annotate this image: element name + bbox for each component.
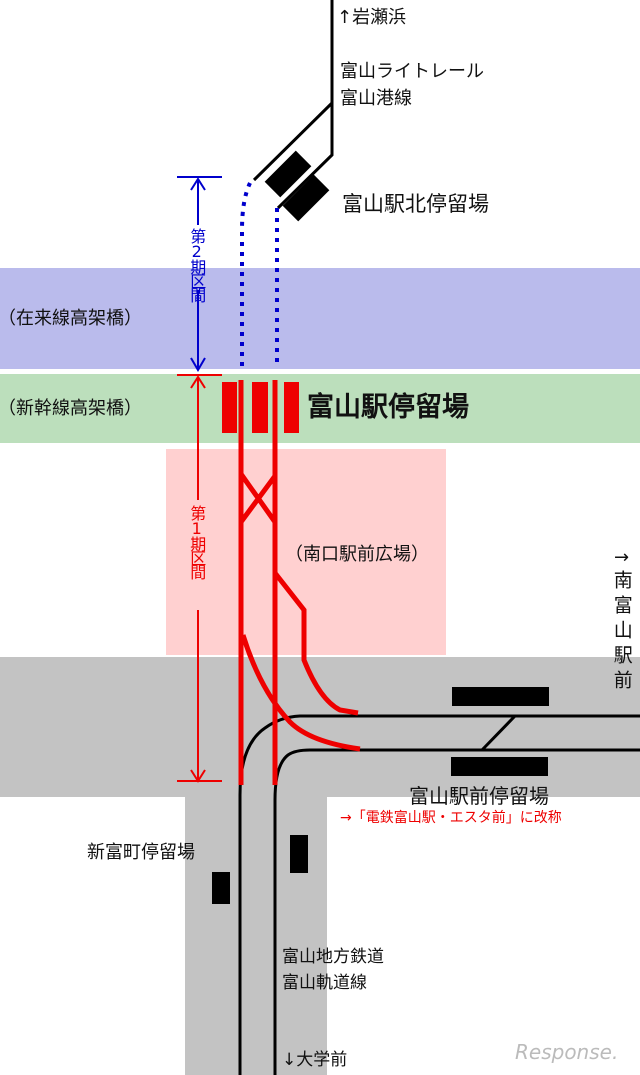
north-stop-platform [264, 150, 312, 198]
conventional-viaduct-label: （在来線高架橋） [0, 308, 142, 329]
phase1-dimension [177, 374, 222, 783]
north-stop-label: 富山駅北停留場 [342, 192, 489, 216]
conventional-viaduct-band [0, 268, 640, 369]
chitetsu-line-label: 富山地方鉄道 [282, 947, 384, 967]
phase2-track [240, 182, 279, 368]
south-destination-label: ↓大学前 [282, 1050, 348, 1070]
watermark-logo: Response. [515, 1040, 619, 1064]
ekimae-stop-label: 富山駅前停留場 [409, 784, 549, 808]
shinkansen-viaduct-band [0, 374, 640, 443]
phase1-track [238, 380, 361, 785]
light-rail-track [252, 0, 334, 210]
road-area [0, 657, 640, 1075]
station-platform [222, 382, 237, 433]
rename-note: →「電鉄富山駅・エスタ前」に改称 [340, 810, 562, 826]
shintomicho-stop-label: 新富町停留場 [87, 842, 195, 863]
shinkansen-viaduct-label: （新幹線高架橋） [0, 398, 142, 419]
station-stop-label: 富山駅停留場 [307, 392, 469, 423]
north-stop-platform [282, 174, 330, 222]
phase2-label: 第2期区間 [187, 228, 207, 301]
shintomicho-platform [290, 835, 308, 873]
east-destination-arrow: → [614, 547, 630, 568]
station-platform [252, 382, 268, 433]
light-rail-line-label-2: 富山港線 [340, 88, 412, 109]
station-platform [284, 382, 299, 433]
ekimae-platform [452, 687, 549, 706]
light-rail-line-label: 富山ライトレール [340, 61, 484, 82]
chitetsu-line-label-2: 富山軌道線 [282, 973, 367, 993]
east-destination-label: 南富山駅前 [610, 570, 633, 695]
shintomicho-platform [212, 872, 230, 904]
phase1-label: 第1期区間 [187, 505, 207, 578]
phase2-dimension [177, 176, 222, 372]
north-destination-label: ↑岩瀬浜 [337, 7, 407, 28]
south-plaza-label: （南口駅前広場） [285, 544, 429, 565]
ekimae-platform [451, 757, 548, 776]
